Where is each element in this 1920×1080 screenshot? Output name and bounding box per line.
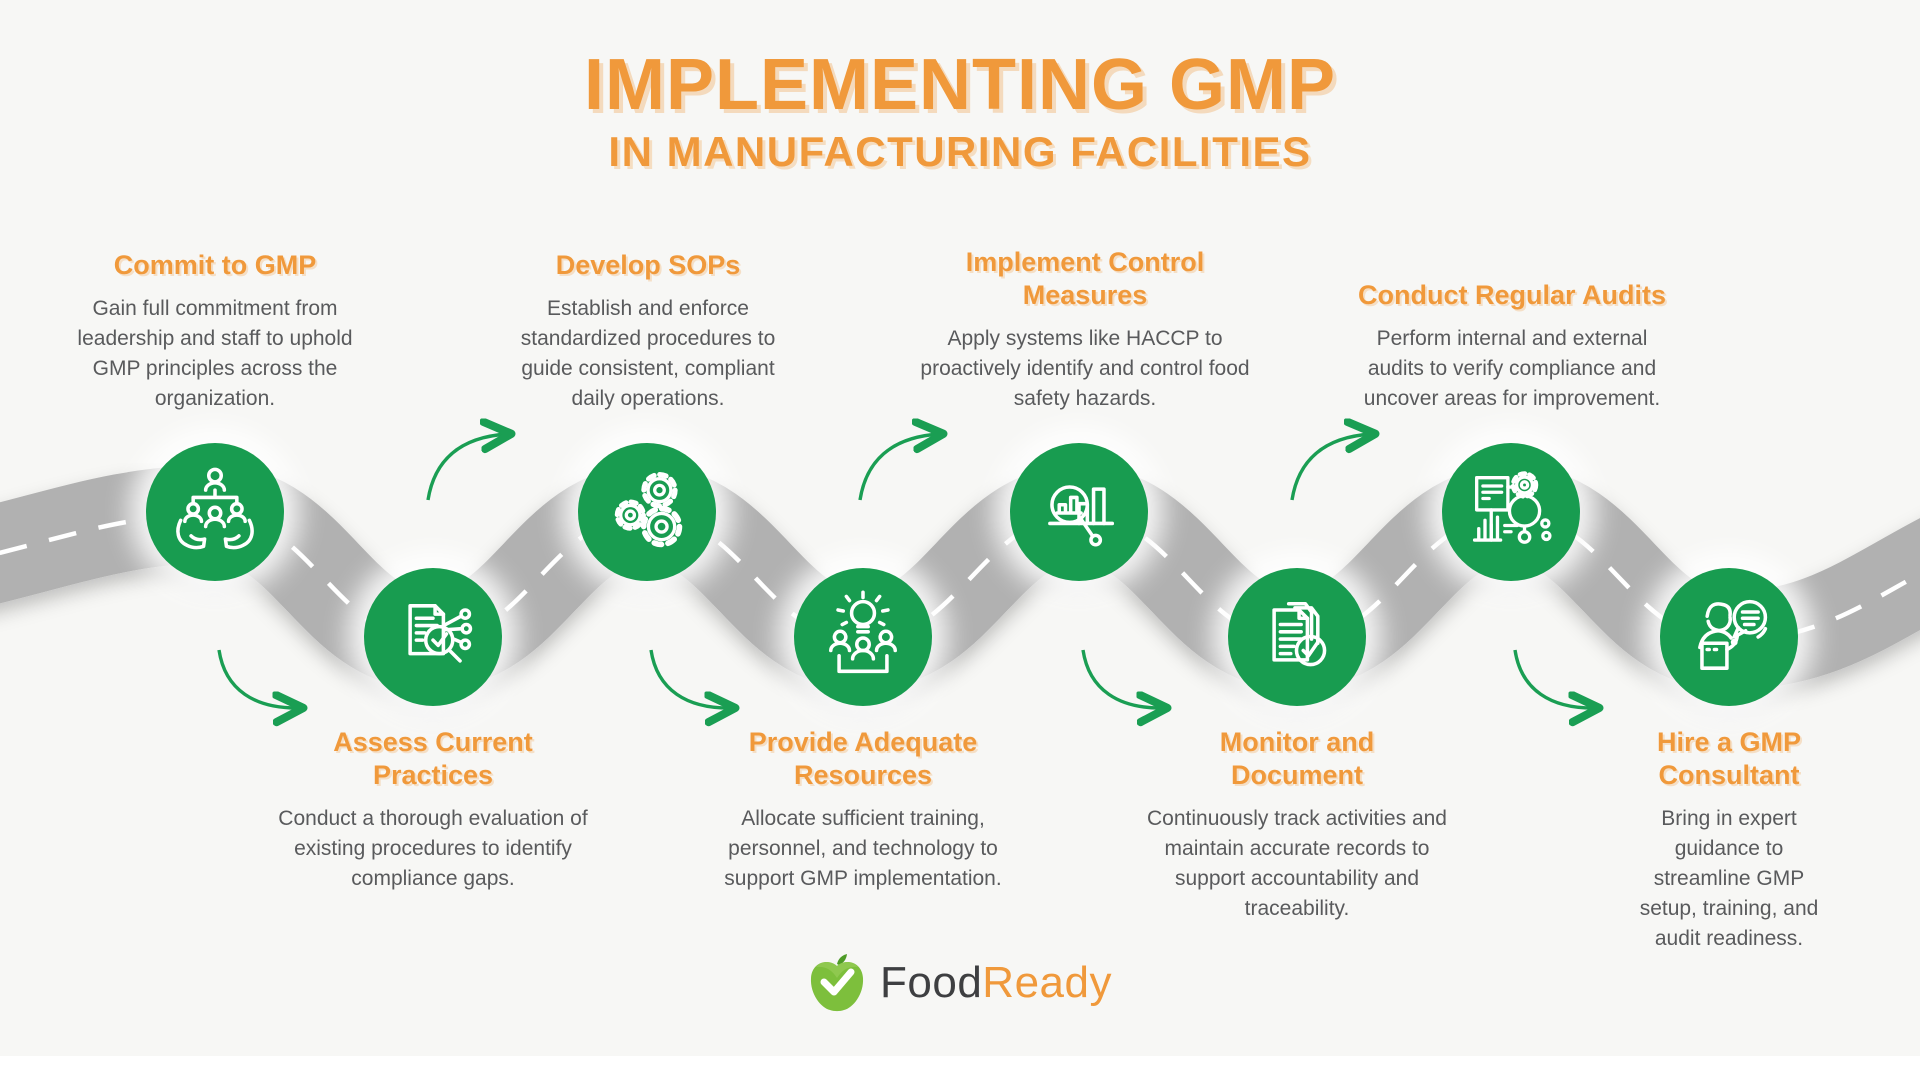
consultant-chat-icon: [1698, 599, 1768, 670]
curved-arrow: [649, 649, 732, 708]
step-5-control: Implement Control Measures Apply systems…: [905, 246, 1265, 414]
step-icon-commit: [146, 443, 284, 581]
step-icon-assess: [364, 568, 502, 706]
step-body: Conduct a thorough evaluation of existin…: [278, 806, 588, 890]
step-body: Continuously track activities and mainta…: [1147, 806, 1447, 920]
step-heading: Assess Current Practices: [333, 727, 533, 790]
step-body: Perform internal and external audits to …: [1363, 326, 1661, 410]
brand-logo: FoodReady: [0, 952, 1920, 1014]
apple-check-icon: [810, 954, 864, 1012]
curved-arrow: [1513, 649, 1596, 708]
document-magnifier-icon: [408, 604, 473, 663]
title-block: IMPLEMENTING GMP IN MANUFACTURING FACILI…: [0, 45, 1920, 176]
step-icon-resources: [794, 568, 932, 706]
curved-arrow: [858, 434, 940, 501]
step-heading: Commit to GMP: [113, 250, 317, 280]
step-heading: Provide Adequate Resources: [748, 727, 978, 790]
step-6-monitor: Monitor and Document Continuously track …: [1130, 726, 1465, 924]
step-heading: Develop SOPs: [555, 250, 741, 280]
step-icon-sops: [578, 443, 716, 581]
step-body: Gain full commitment from leadership and…: [77, 296, 353, 410]
step-body: Allocate sufficient training, personnel,…: [724, 806, 1002, 890]
step-2-assess: Assess Current Practices Conduct a thoro…: [263, 726, 603, 894]
step-icon-control: [1010, 443, 1148, 581]
brand-name-first: Food: [880, 958, 983, 1007]
step-7-audits: Conduct Regular Audits Perform internal …: [1352, 279, 1672, 414]
step-8-consultant: Hire a GMP Consultant Bring in expert gu…: [1634, 726, 1825, 954]
step-icon-consultant: [1660, 568, 1798, 706]
page-title: IMPLEMENTING GMP: [584, 45, 1336, 125]
chart-magnifier-icon: [1048, 485, 1115, 547]
step-body: Establish and enforce standardized proce…: [520, 296, 776, 410]
step-heading: Hire a GMP Consultant: [1656, 727, 1802, 790]
brand-name-second: Ready: [982, 958, 1112, 1007]
step-body: Apply systems like HACCP to proactively …: [920, 326, 1250, 410]
step-heading: Monitor and Document: [1219, 727, 1375, 790]
team-hands-icon: [176, 467, 254, 550]
step-heading: Implement Control Measures: [965, 247, 1205, 311]
step-icon-monitor: [1228, 568, 1366, 706]
documents-check-icon: [1272, 601, 1327, 667]
step-body: Bring in expert guidance to streamline G…: [1639, 806, 1819, 950]
page-subtitle: IN MANUFACTURING FACILITIES: [608, 127, 1312, 175]
audit-report-icon: [1472, 471, 1552, 544]
gears-icon: [614, 471, 683, 548]
brand-name: FoodReady: [880, 958, 1112, 1008]
curved-arrow: [1290, 434, 1372, 501]
bottom-strip: [0, 1056, 1920, 1080]
curved-arrow: [1081, 649, 1164, 708]
team-lightbulb-icon: [828, 590, 898, 674]
road-center-dashes: [0, 511, 1920, 644]
curved-arrow: [426, 434, 508, 501]
curved-arrow: [217, 649, 300, 708]
road-band: [0, 464, 1920, 691]
step-3-sops: Develop SOPs Establish and enforce stand…: [508, 249, 788, 414]
step-1-commit: Commit to GMP Gain full commitment from …: [75, 249, 355, 414]
step-icon-audits: [1442, 443, 1580, 581]
step-heading: Conduct Regular Audits: [1358, 280, 1666, 311]
step-4-resources: Provide Adequate Resources Allocate suff…: [708, 726, 1018, 894]
